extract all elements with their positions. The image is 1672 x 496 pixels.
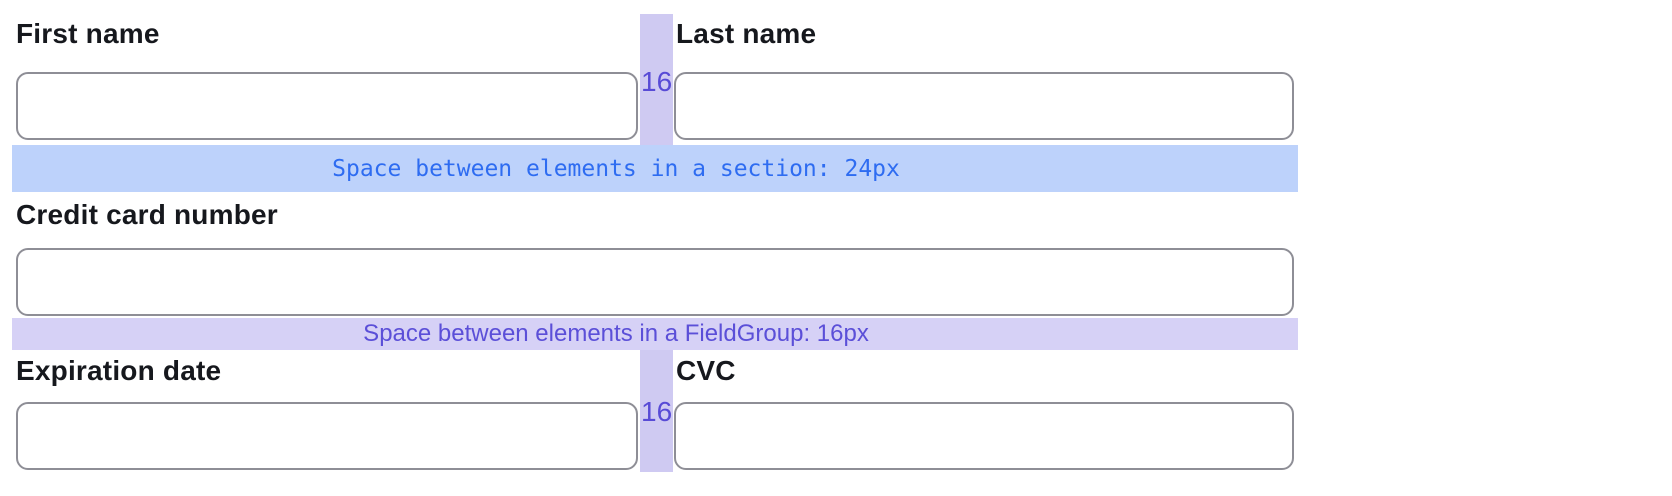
last-name-input[interactable] (674, 72, 1294, 140)
column-gap-strip-row1 (640, 14, 673, 145)
column-gap-value-row3: 16 (641, 396, 673, 427)
first-name-label: First name (16, 18, 160, 49)
section-gap-band-label: Space between elements in a section: 24p… (332, 155, 900, 182)
section-gap-band: Space between elements in a section: 24p… (12, 145, 1298, 192)
credit-card-input[interactable] (16, 248, 1294, 316)
expiration-date-label: Expiration date (16, 355, 222, 386)
credit-card-label: Credit card number (16, 199, 278, 230)
column-gap-value-row1: 16 (641, 66, 673, 97)
fieldgroup-gap-band-label: Space between elements in a FieldGroup: … (363, 320, 869, 347)
cvc-input[interactable] (674, 402, 1294, 470)
fieldgroup-gap-band: Space between elements in a FieldGroup: … (12, 318, 1298, 350)
cvc-label: CVC (676, 355, 736, 386)
first-name-input[interactable] (16, 72, 638, 140)
last-name-label: Last name (676, 18, 817, 49)
column-gap-strip-row3 (640, 350, 673, 472)
expiration-date-input[interactable] (16, 402, 638, 470)
